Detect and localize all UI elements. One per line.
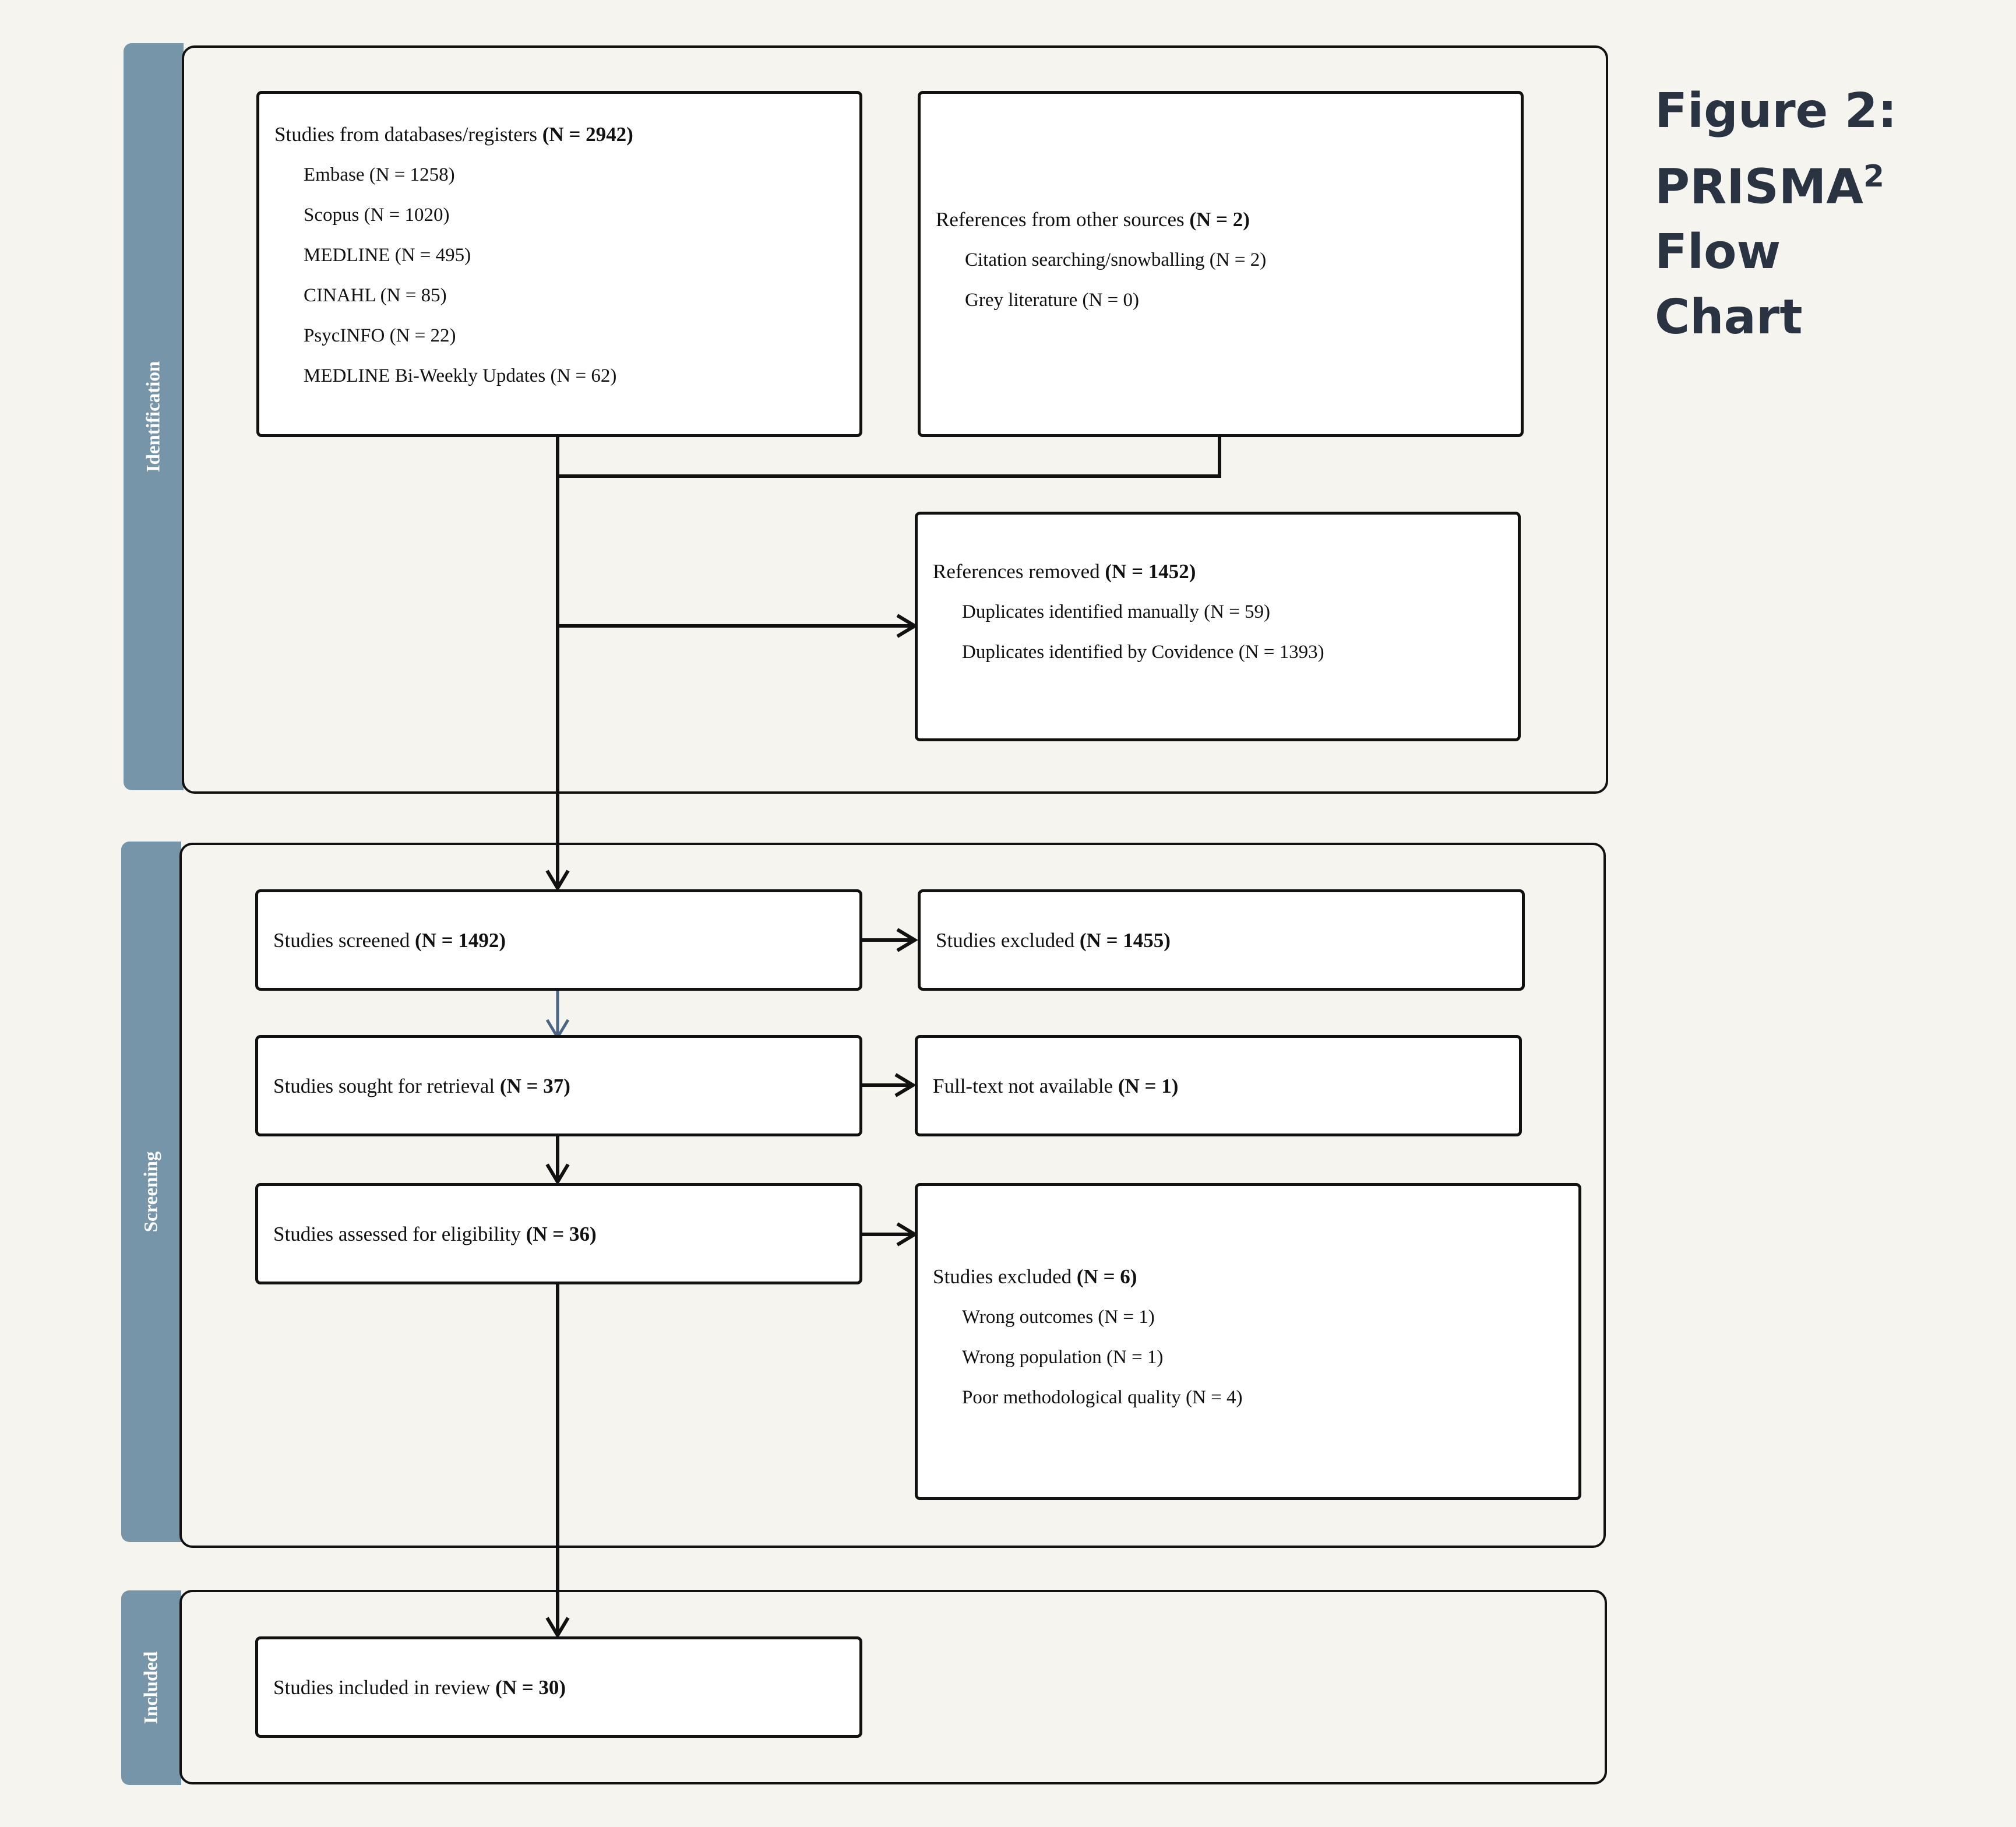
- box-studies-excluded-screening: Studies excluded (N = 1455): [918, 889, 1525, 991]
- identification-band: Identification: [124, 43, 184, 790]
- box-studies-assessed: Studies assessed for eligibility (N = 36…: [255, 1183, 862, 1284]
- list-item: Duplicates identified by Covidence (N = …: [962, 642, 1324, 663]
- removed-label: References removed: [933, 560, 1105, 583]
- excluded-screen-count: (N = 1455): [1079, 928, 1171, 952]
- figure-title-line3: Chart: [1655, 290, 1803, 346]
- figure-title-superscript: 2: [1863, 159, 1885, 194]
- list-item: Poor methodological quality (N = 4): [962, 1387, 1243, 1408]
- list-item: Wrong population (N = 1): [962, 1347, 1164, 1368]
- figure-title: Figure 2: PRISMA2 Flow Chart: [1655, 79, 2016, 350]
- box-databases: Studies from databases/registers (N = 29…: [256, 91, 862, 437]
- arrowhead-screened: [545, 870, 570, 892]
- excluded-eligibility-heading: Studies excluded (N = 6): [933, 1266, 1563, 1287]
- sought-label: Studies sought for retrieval: [273, 1074, 500, 1097]
- sought-heading: Studies sought for retrieval (N = 37): [273, 1076, 844, 1096]
- removed-count: (N = 1452): [1105, 560, 1196, 583]
- included-heading: Studies included in review (N = 30): [273, 1677, 844, 1698]
- other-sources-label: References from other sources: [936, 208, 1190, 231]
- arrowhead-included: [545, 1617, 570, 1639]
- list-item: Citation searching/snowballing (N = 2): [965, 249, 1267, 270]
- screened-label: Studies screened: [273, 928, 415, 952]
- not-available-heading: Full-text not available (N = 1): [933, 1076, 1504, 1096]
- list-item: CINAHL (N = 85): [304, 285, 447, 306]
- box-studies-screened: Studies screened (N = 1492): [255, 889, 862, 991]
- not-available-label: Full-text not available: [933, 1074, 1118, 1097]
- list-item: Scopus (N = 1020): [304, 205, 450, 226]
- excluded-eligibility-count: (N = 6): [1076, 1265, 1137, 1288]
- assessed-label: Studies assessed for eligibility: [273, 1222, 526, 1245]
- list-item: Grey literature (N = 0): [965, 290, 1139, 311]
- list-item: Wrong outcomes (N = 1): [962, 1307, 1155, 1328]
- databases-count: (N = 2942): [542, 123, 633, 146]
- box-studies-included: Studies included in review (N = 30): [255, 1636, 862, 1738]
- included-count: (N = 30): [495, 1675, 566, 1699]
- removed-heading: References removed (N = 1452): [933, 561, 1503, 582]
- screened-count: (N = 1492): [414, 928, 506, 952]
- box-studies-excluded-eligibility: Studies excluded (N = 6) Wrong outcomes …: [915, 1183, 1581, 1500]
- other-sources-heading: References from other sources (N = 2): [936, 209, 1506, 230]
- screened-heading: Studies screened (N = 1492): [273, 930, 844, 951]
- box-studies-sought: Studies sought for retrieval (N = 37): [255, 1035, 862, 1136]
- figure-title-line1: Figure 2:: [1655, 83, 1897, 139]
- box-full-text-not-available: Full-text not available (N = 1): [915, 1035, 1522, 1136]
- figure-title-line2: PRISMA2 Flow: [1655, 144, 2016, 285]
- list-item: Embase (N = 1258): [304, 164, 455, 185]
- included-box-label: Studies included in review: [273, 1675, 496, 1699]
- arrowhead-excluded-screen: [896, 928, 918, 952]
- box-other-sources: References from other sources (N = 2) Ci…: [918, 91, 1524, 437]
- included-band: Included: [121, 1590, 181, 1785]
- databases-heading: Studies from databases/registers (N = 29…: [274, 124, 844, 145]
- excluded-screen-label: Studies excluded: [936, 928, 1080, 952]
- box-references-removed: References removed (N = 1452) Duplicates…: [915, 512, 1521, 741]
- list-item: Duplicates identified manually (N = 59): [962, 601, 1271, 622]
- merge-line-other-sources: [558, 436, 1221, 478]
- screening-band: Screening: [121, 842, 181, 1542]
- not-available-count: (N = 1): [1118, 1074, 1179, 1097]
- figure-title-prisma: PRISMA: [1655, 159, 1863, 215]
- other-sources-count: (N = 2): [1189, 208, 1250, 231]
- arrowhead-not-available: [894, 1073, 917, 1097]
- list-item: PsycINFO (N = 22): [304, 325, 456, 346]
- assessed-count: (N = 36): [526, 1222, 597, 1245]
- sought-count: (N = 37): [499, 1074, 570, 1097]
- databases-label: Studies from databases/registers: [274, 123, 542, 146]
- assessed-heading: Studies assessed for eligibility (N = 36…: [273, 1224, 844, 1244]
- excluded-eligibility-label: Studies excluded: [933, 1265, 1077, 1288]
- list-item: MEDLINE Bi-Weekly Updates (N = 62): [304, 365, 617, 386]
- arrowhead-assessed: [545, 1163, 570, 1185]
- excluded-screen-heading: Studies excluded (N = 1455): [936, 930, 1507, 951]
- figure-title-flow: Flow: [1655, 224, 1781, 280]
- list-item: MEDLINE (N = 495): [304, 245, 471, 266]
